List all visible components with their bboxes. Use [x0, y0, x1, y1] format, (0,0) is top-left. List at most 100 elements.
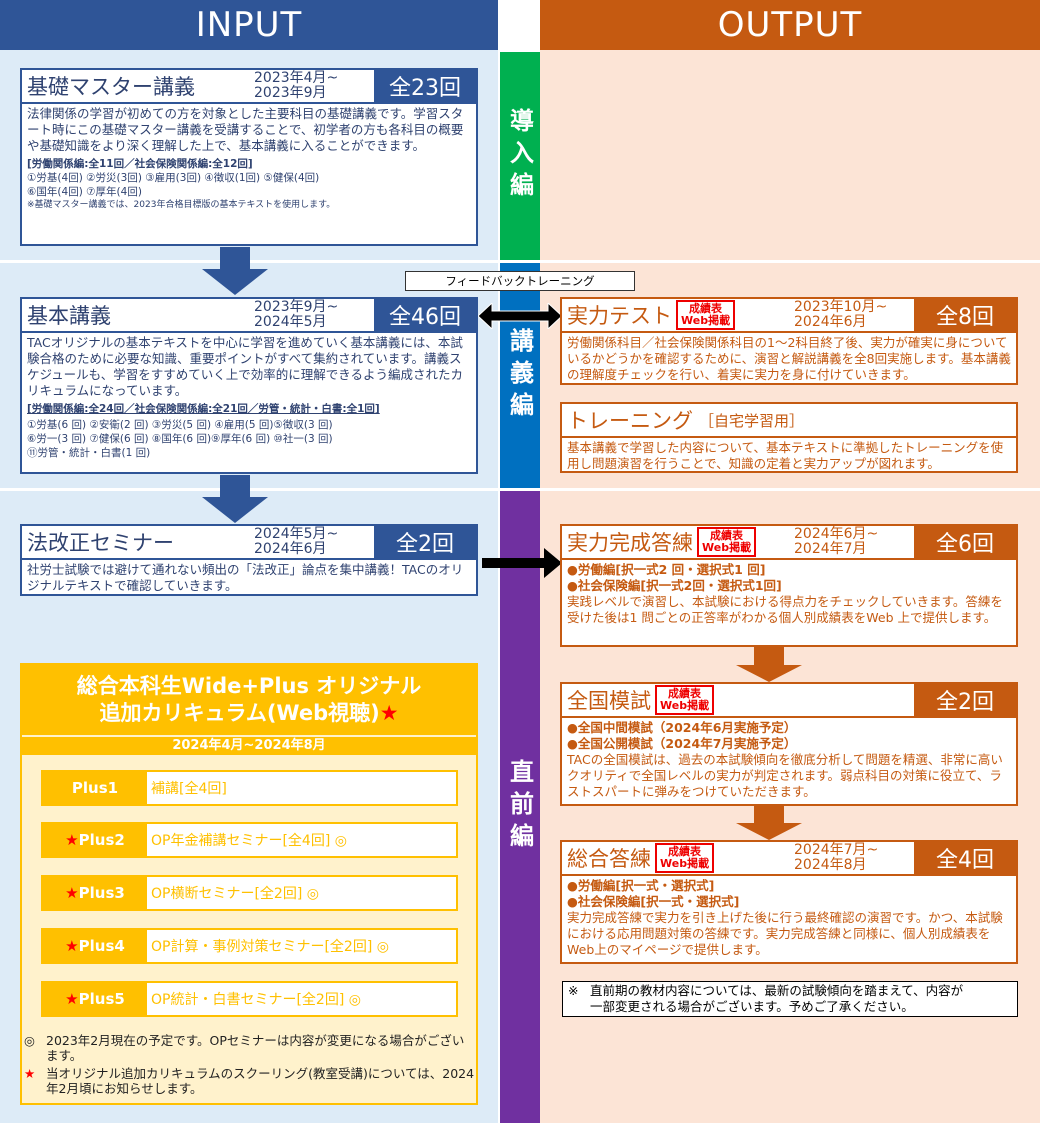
course-desc: TACの全国模試は、過去の本試験傾向を徹底分析して問題を精選、非常に高いクオリテ…	[567, 752, 1003, 799]
plus-label: ★Plus4	[43, 930, 147, 962]
course-title: 実力完成答練	[567, 531, 693, 555]
kihon-lecture-box: 基本講義 2023年9月~2024年5月 全46回 TACオリジナルの基本テキス…	[20, 297, 478, 474]
plus-label-text: Plus5	[78, 990, 125, 1008]
training-tag: ［自宅学習用］	[699, 411, 805, 430]
course-title: 全国模試	[567, 689, 651, 713]
plus-text: OP計算・事例対策セミナー[全2回] ◎	[151, 939, 389, 955]
course-dates: 2023年9月~2024年5月	[254, 300, 338, 330]
date-start: 2024年7月~	[794, 842, 879, 858]
course-dates: 2024年6月~2024年7月	[794, 527, 878, 557]
course-desc: 実践レベルで演習し、本試験における得点力をチェックしていきます。答練を受けた後は…	[567, 594, 1003, 625]
phase-final: 直前編	[500, 491, 540, 1123]
note: 2023年2月現在の予定です。OPセミナーは内容が変更になる場合がございます。	[46, 1033, 465, 1063]
course-dates: 2023年10月~2024年6月	[794, 300, 887, 330]
star-icon: ★	[65, 990, 79, 1008]
plus-item-1: Plus1 補講[全4回]	[41, 770, 458, 806]
plus-text: OP年金補講セミナー[全4回] ◎	[151, 833, 347, 849]
star-icon: ★	[65, 937, 79, 955]
session-count: 全4回	[914, 842, 1016, 874]
breakdown: [労働関係編:全24回／社会保険関係編:全21回／労管・統計・白書:全1回]	[27, 403, 380, 415]
date-end: 2024年6月	[794, 314, 867, 330]
date-end: 2023年9月	[254, 85, 327, 101]
item: ●社会保険編[択一式2回・選択式1回]	[567, 578, 782, 593]
date-start: 2024年6月~	[794, 526, 879, 542]
plus-label: ★Plus5	[43, 983, 147, 1015]
plus-notes: ◎ 2023年2月現在の予定です。OPセミナーは内容が変更になる場合がございます。…	[24, 1033, 476, 1096]
session-count: 全46回	[374, 299, 476, 331]
subjects: ⑥国年(4回) ⑦厚年(4回)	[27, 186, 142, 198]
right-arrow	[482, 548, 562, 578]
note: 当オリジナル追加カリキュラムのスクーリング(教室受講)については、2024年2月…	[46, 1066, 475, 1096]
date-end: 2024年5月	[254, 314, 327, 330]
item: ●労働編[択一式・選択式]	[567, 878, 715, 893]
plus-title: 総合本科生Wide+Plus オリジナル	[76, 674, 422, 698]
date-end: 2024年7月	[794, 541, 867, 557]
course-title: 基礎マスター講義	[27, 75, 195, 99]
plus-title: 追加カリキュラム(Web視聴)	[99, 701, 380, 725]
session-count: 全6回	[914, 526, 1016, 558]
plus-text: OP統計・白書セミナー[全2回] ◎	[151, 992, 361, 1008]
divider	[0, 260, 1040, 263]
course-dates: 2024年7月~2024年8月	[794, 843, 878, 873]
course-desc: TACオリジナルの基本テキストを中心に学習を進めていく基本講義には、本試験合格の…	[27, 335, 464, 398]
note-line: 直前期の教材内容については、最新の試験傾向を踏まえて、内容が	[590, 983, 964, 998]
course-title: トレーニング	[567, 409, 693, 433]
subjects: ①労基(4回) ②労災(3回) ③雇用(3回) ④徴収(1回) ⑤健保(4回)	[27, 172, 320, 184]
phase-lecture: 講義編	[500, 263, 540, 488]
note: ※基礎マスター講義では、2023年合格目標版の基本テキストを使用します。	[27, 200, 336, 210]
input-header: INPUT	[0, 0, 498, 50]
plus-period: 2024年4月~2024年8月	[22, 737, 476, 755]
plus-label-text: Plus4	[78, 937, 125, 955]
double-circle-icon: ◎	[24, 1033, 35, 1048]
date-start: 2024年5月~	[254, 526, 339, 542]
course-dates: 2023年4月~2023年9月	[254, 71, 338, 101]
subjects: ①労基(6 回) ②安衛(2 回) ③労災(5 回) ④雇用(5 回)⑤徴収(3…	[27, 419, 333, 431]
plus-label: ★Plus2	[43, 824, 147, 856]
note-mark: ※	[568, 983, 579, 998]
note-line: 一部変更される場合がございます。予めご了承ください。	[590, 999, 914, 1014]
down-arrow	[202, 475, 268, 523]
plus-label-text: Plus1	[71, 779, 119, 797]
session-count: 全23回	[374, 70, 476, 102]
item: ●全国中間模試（2024年6月実施予定）	[567, 720, 797, 735]
training-box: トレーニング［自宅学習用］ 基本講義で学習した内容について、基本テキストに準拠し…	[560, 402, 1018, 473]
plus-text: 補講[全4回]	[151, 781, 227, 797]
star-icon: ★	[65, 884, 79, 902]
item: ●全国公開模試（2024年7月実施予定）	[567, 736, 797, 751]
feedback-training-label: フィードバックトレーニング	[405, 271, 635, 291]
double-arrow	[478, 303, 562, 329]
session-count: 全2回	[914, 684, 1016, 716]
star-icon: ★	[24, 1066, 36, 1081]
course-desc: 実力完成答練で実力を引き上げた後に行う最終確認の演習です。かつ、本試験における応…	[567, 910, 1003, 957]
course-title: 法改正セミナー	[27, 531, 174, 555]
law-revision-seminar-box: 法改正セミナー 2024年5月~2024年6月 全2回 社労士試験では避けて通れ…	[20, 524, 478, 596]
course-dates: 2024年5月~2024年6月	[254, 527, 338, 557]
course-desc: 労働関係科目／社会保険関係科目の1～2科目終了後、実力が確実に身についているかど…	[567, 335, 1011, 382]
star-icon: ★	[65, 831, 79, 849]
course-title: 実力テスト	[567, 304, 672, 328]
subjects: ⑪労管・統計・白書(1 回)	[27, 447, 151, 459]
breakdown: [労働関係編:全11回／社会保険関係編:全12回]	[27, 158, 253, 170]
date-end: 2024年6月	[254, 541, 327, 557]
item: ●社会保険編[択一式・選択式]	[567, 894, 740, 909]
date-start: 2023年10月~	[794, 299, 888, 315]
plus-label: ★Plus3	[43, 877, 147, 909]
session-count: 全2回	[374, 526, 476, 558]
star-icon: ★	[379, 701, 399, 725]
course-title: 基本講義	[27, 304, 111, 328]
course-desc: 社労士試験では避けて通れない頻出の「法改正」論点を集中講義！TACのオリジナルテ…	[27, 562, 464, 593]
date-end: 2024年8月	[794, 857, 867, 873]
plus-label-text: Plus3	[78, 884, 125, 902]
down-arrow	[736, 806, 802, 840]
divider	[0, 488, 1040, 491]
